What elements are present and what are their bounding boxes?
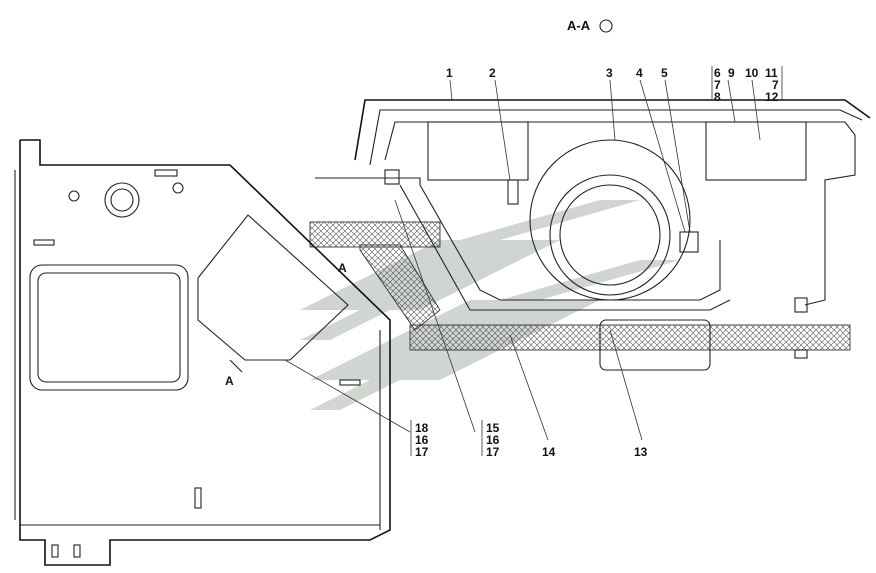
callout-5: 5 (661, 66, 668, 80)
section-title: А-А (567, 18, 591, 33)
callout-6: 6 (714, 66, 721, 80)
callout-18: 18 (415, 421, 429, 435)
callout-16b: 16 (486, 433, 500, 447)
callout-8: 8 (714, 90, 721, 104)
callout-3: 3 (606, 66, 613, 80)
section-mark-left: А (225, 374, 234, 388)
callouts: 1 2 3 4 5 6 7 8 9 10 11 7 12 14 13 18 16… (410, 66, 779, 459)
callout-7b: 7 (772, 78, 779, 92)
callout-7a: 7 (714, 78, 721, 92)
callout-15: 15 (486, 421, 500, 435)
callout-9: 9 (728, 66, 735, 80)
callout-14: 14 (542, 445, 556, 459)
callout-16a: 16 (415, 433, 429, 447)
section-view (309, 66, 871, 441)
section-mark-upper: А (338, 261, 347, 275)
callout-10: 10 (745, 66, 759, 80)
callout-17a: 17 (415, 445, 429, 459)
callout-4: 4 (636, 66, 643, 80)
callout-13: 13 (634, 445, 648, 459)
callout-1: 1 (446, 66, 453, 80)
callout-2: 2 (489, 66, 496, 80)
left-view: А А (14, 139, 476, 566)
callout-11: 11 (765, 66, 778, 80)
rotation-icon (599, 19, 613, 33)
callout-12: 12 (765, 90, 779, 104)
callout-17b: 17 (486, 445, 500, 459)
